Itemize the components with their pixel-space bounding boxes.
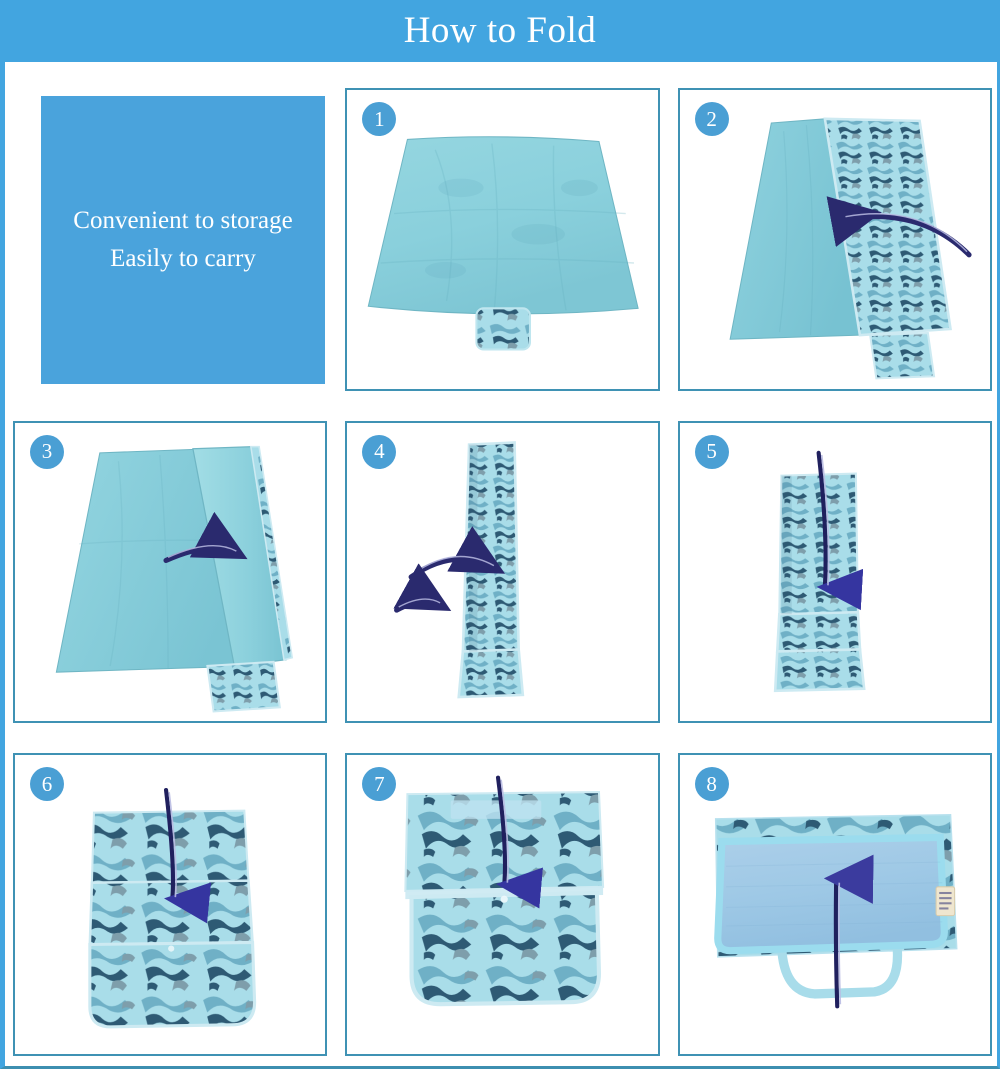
promo-tile: Convenient to storage Easily to carry bbox=[41, 96, 325, 384]
step-panel-8: 8 bbox=[677, 753, 992, 1056]
step-cell-3: 3 bbox=[13, 420, 328, 724]
step-panel-6: 6 bbox=[13, 753, 328, 1056]
step-2-fold-long-side-over bbox=[680, 90, 990, 389]
step-6-fold-into-pouch bbox=[15, 755, 325, 1054]
product-label bbox=[935, 886, 955, 917]
step-cell-6: 6 bbox=[13, 753, 328, 1056]
promo-cell: Convenient to storage Easily to carry bbox=[13, 88, 327, 391]
step-badge-6: 6 bbox=[30, 767, 64, 802]
step-panel-3: 3 bbox=[13, 420, 328, 724]
step-panel-4: 4 bbox=[345, 420, 660, 724]
step-7-fold-flap-over bbox=[347, 755, 657, 1054]
step-cell-4: 4 bbox=[345, 420, 660, 724]
step-badge-1: 1 bbox=[362, 102, 397, 136]
step-cell-7: 7 bbox=[345, 753, 660, 1056]
step-1-unfolded-mat bbox=[347, 90, 657, 389]
step-badge-5: 5 bbox=[694, 434, 729, 469]
promo-line-1: Convenient to storage bbox=[73, 207, 293, 235]
steps-grid: Convenient to storage Easily to carry 1 bbox=[5, 62, 1000, 1066]
step-badge-3: 3 bbox=[30, 434, 64, 469]
step-badge-2: 2 bbox=[694, 102, 729, 136]
step-3-fold-other-side-over bbox=[15, 423, 325, 722]
step-8-finished-carry-bag bbox=[680, 755, 990, 1054]
page-title: How to Fold bbox=[403, 10, 597, 51]
step-badge-7: 7 bbox=[362, 767, 397, 802]
step-cell-5: 5 bbox=[677, 420, 992, 724]
step-panel-5: 5 bbox=[677, 420, 992, 724]
step-panel-7: 7 bbox=[345, 753, 660, 1056]
step-cell-1: 1 bbox=[345, 88, 660, 391]
step-badge-4: 4 bbox=[362, 434, 397, 469]
step-cell-8: 8 bbox=[677, 753, 992, 1056]
step-4-narrow-camo-strip bbox=[347, 423, 657, 722]
step-cell-2: 2 bbox=[677, 88, 992, 391]
header-bar: How to Fold bbox=[0, 0, 1000, 62]
promo-line-2: Easily to carry bbox=[110, 245, 256, 272]
step-5-fold-strip-downward bbox=[680, 423, 990, 722]
step-panel-1: 1 bbox=[345, 88, 660, 391]
step-badge-8: 8 bbox=[694, 767, 729, 802]
step-panel-2: 2 bbox=[677, 88, 992, 391]
